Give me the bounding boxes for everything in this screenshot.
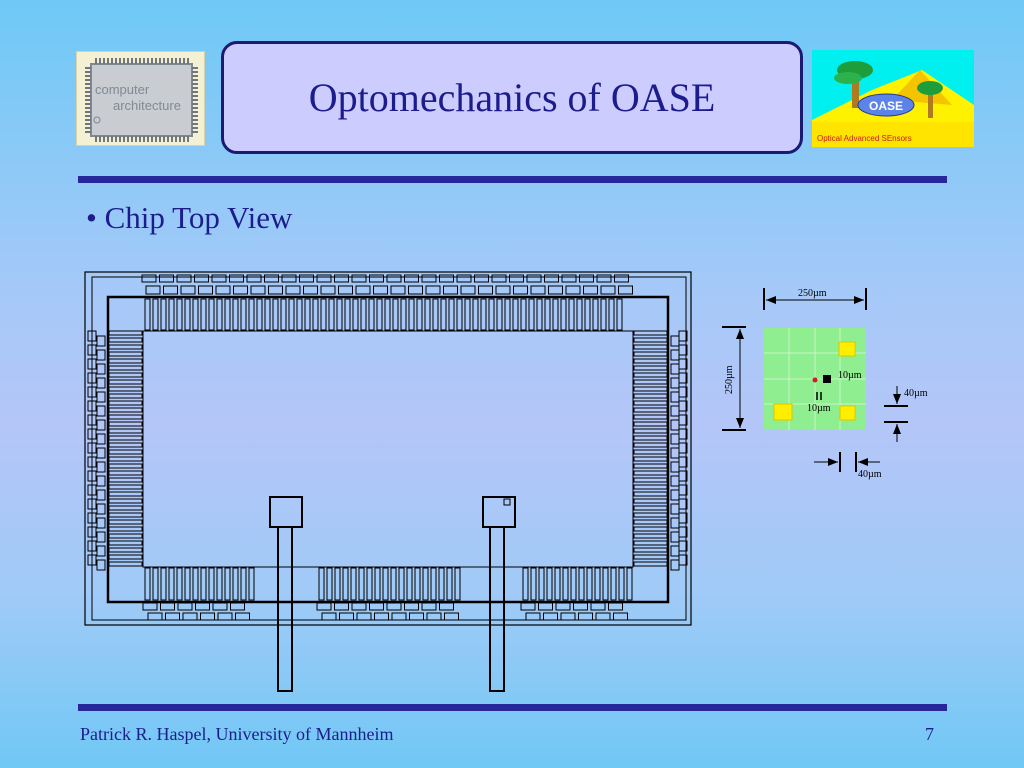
center-dot [812,377,818,383]
sensor-pad-top-right [838,341,856,357]
oase-logo-graphic [812,61,974,147]
oase-logo-text: OASE [869,99,904,113]
dim-label-bottom-gap: 40µm [858,469,882,480]
chip-core-frame [106,295,670,604]
bottom-divider [78,704,947,711]
test-lead-left [277,526,293,692]
computer-architecture-logo: computer architecture [76,51,205,146]
test-pad-left [269,496,303,528]
bullet-text: Chip Top View [104,200,293,235]
title-box: Optomechanics of OASE [221,41,803,154]
sensor-pad-bottom-left [773,403,793,421]
test-lead-right [489,526,505,692]
chip-core [142,330,634,568]
page-number: 7 [925,724,934,744]
top-divider [78,176,947,183]
pixel-detail-diagram: 250µm 250µm 10µm 10µm 40µm 40µm [722,288,928,480]
dim-label-right-gap: 40µm [904,388,928,399]
logo-text-computer: computer [95,82,150,97]
bullet-item: • Chip Top View [86,200,293,235]
page-title: Optomechanics of OASE [308,75,716,120]
oase-logo-tagline: Optical Advanced SEnsors [817,134,912,143]
logo-text-architecture: architecture [113,98,181,113]
dim-label-left: 250µm [724,365,735,394]
dim-label-top: 250µm [798,288,827,299]
chip-logo-graphic [85,58,198,142]
dim-label-small-center: 10µm [807,403,831,414]
footer-author: Patrick R. Haspel, University of Mannhei… [80,724,394,744]
dim-label-small-right: 10µm [838,370,862,381]
sensor-pad-bottom-right [839,405,856,421]
chip-outline [84,271,692,626]
chip-top-view-diagram [84,271,692,692]
oase-logo: OASE Optical Advanced SEnsors [812,50,974,147]
